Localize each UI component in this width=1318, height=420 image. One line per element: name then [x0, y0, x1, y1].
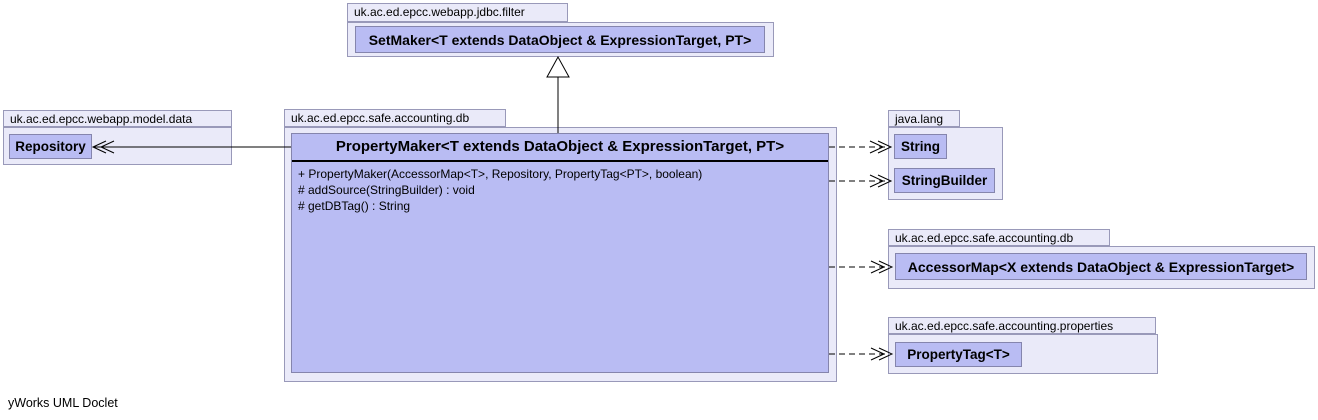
dependency-edge-accessormap: [829, 260, 894, 274]
package-tab-accounting-properties: uk.ac.ed.epcc.safe.accounting.properties: [888, 317, 1156, 334]
dependency-edge-propertytag: [829, 347, 894, 361]
class-repository[interactable]: Repository: [9, 134, 92, 159]
class-setmaker[interactable]: SetMaker<T extends DataObject & Expressi…: [355, 26, 765, 53]
dependency-edge-stringbuilder: [829, 174, 893, 188]
class-stringbuilder[interactable]: StringBuilder: [894, 168, 995, 193]
class-propertymaker-methods: + PropertyMaker(AccessorMap<T>, Reposito…: [292, 162, 828, 218]
package-tab-model-data: uk.ac.ed.epcc.webapp.model.data: [3, 110, 232, 127]
class-propertymaker-title: PropertyMaker<T extends DataObject & Exp…: [292, 134, 828, 162]
dependency-edge-string: [829, 140, 893, 154]
package-tab-accounting-db-main: uk.ac.ed.epcc.safe.accounting.db: [284, 109, 506, 127]
class-propertytag[interactable]: PropertyTag<T>: [895, 342, 1022, 367]
class-string[interactable]: String: [894, 134, 947, 159]
method-addsource: # addSource(StringBuilder) : void: [298, 183, 475, 197]
package-tab-jdbc-filter: uk.ac.ed.epcc.webapp.jdbc.filter: [347, 3, 568, 22]
package-tab-accounting-db-ref: uk.ac.ed.epcc.safe.accounting.db: [888, 229, 1110, 246]
generalization-edge-setmaker: [546, 55, 570, 133]
method-getdbtag: # getDBTag() : String: [298, 199, 411, 213]
class-accessormap[interactable]: AccessorMap<X extends DataObject & Expre…: [895, 253, 1307, 280]
class-propertymaker[interactable]: PropertyMaker<T extends DataObject & Exp…: [291, 133, 829, 373]
doclet-credit-label: yWorks UML Doclet: [8, 396, 118, 410]
package-tab-java-lang: java.lang: [888, 110, 960, 127]
method-constructor: + PropertyMaker(AccessorMap<T>, Reposito…: [298, 167, 703, 181]
package-body-accounting-properties: [888, 334, 1158, 374]
